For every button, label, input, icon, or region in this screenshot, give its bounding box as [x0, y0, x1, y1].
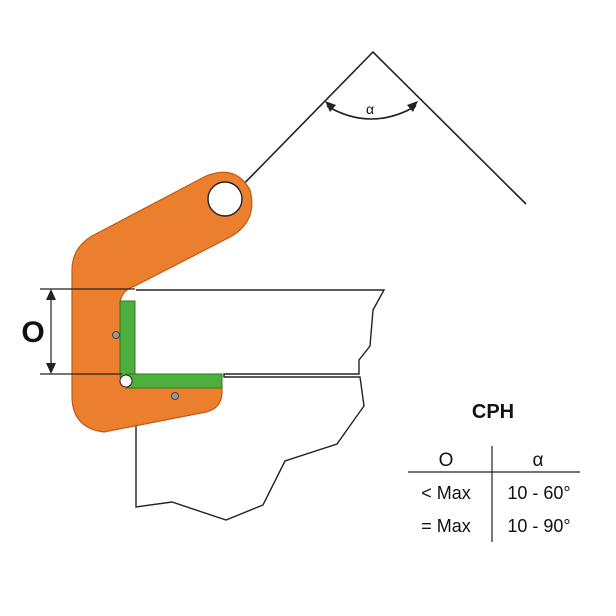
shackle-hole	[207, 181, 243, 217]
angle-arrow-left	[325, 101, 336, 112]
table-title: CPH	[472, 401, 514, 423]
vertical-pad	[119, 300, 136, 378]
dimension-label: O	[21, 316, 44, 349]
table-header-alpha: α	[533, 450, 544, 471]
pad-screw-2	[171, 392, 179, 400]
table-header-o: O	[439, 450, 454, 471]
table-cell-row1-alpha: 10 - 60°	[507, 483, 570, 503]
steel-plate-outline	[135, 289, 386, 521]
table-cell-row2-alpha: 10 - 90°	[507, 516, 570, 536]
angle-label: α	[366, 101, 374, 117]
angle-arrow-right	[407, 101, 418, 112]
angle-arc	[326, 105, 417, 120]
pivot-hole	[119, 374, 133, 388]
table-cell-row1-o: < Max	[421, 483, 471, 503]
pad-screw-1	[112, 331, 120, 339]
dimension-arrow-top	[46, 289, 56, 300]
horizontal-pad	[125, 373, 223, 389]
sling-legs	[227, 50, 527, 205]
dimension-arrow-bottom	[46, 363, 56, 374]
clamp-body	[71, 171, 253, 433]
table-cell-row2-o: = Max	[421, 516, 471, 536]
